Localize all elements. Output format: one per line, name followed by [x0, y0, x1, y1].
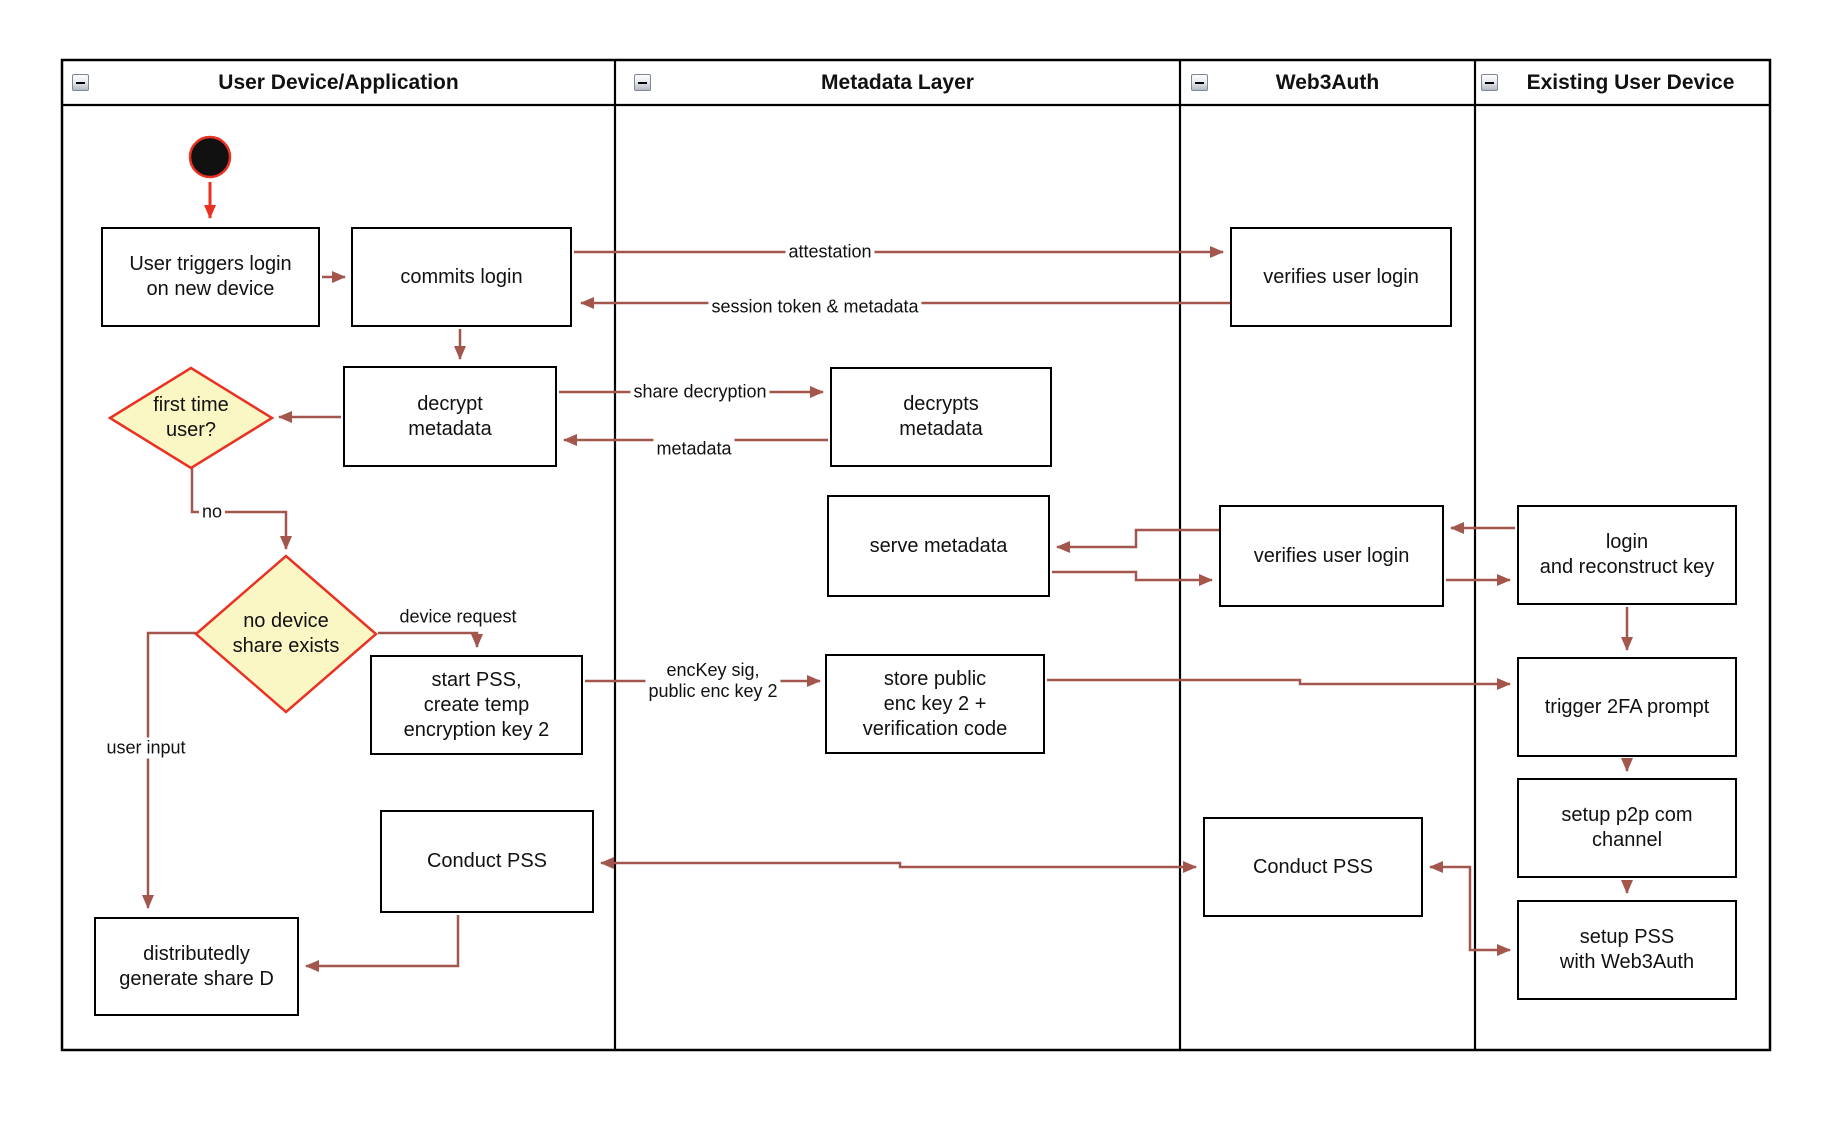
node-start-pss[interactable]: start PSS, create temp encryption key 2: [370, 655, 583, 755]
start-node[interactable]: [188, 135, 232, 179]
node-verifies-user-login-mid[interactable]: verifies user login: [1219, 505, 1444, 607]
lane-header-existing-user-device[interactable]: Existing User Device: [1475, 60, 1770, 105]
node-conduct-pss-user[interactable]: Conduct PSS: [380, 810, 594, 913]
node-serve-metadata[interactable]: serve metadata: [827, 495, 1050, 597]
node-setup-p2p-channel[interactable]: setup p2p com channel: [1517, 778, 1737, 878]
lane-title: Metadata Layer: [821, 70, 974, 94]
decision-label-no-device-share: no device share exists: [232, 610, 340, 657]
collapse-icon[interactable]: [1481, 74, 1498, 91]
decision-first-time-user[interactable]: [107, 366, 275, 470]
edge-label-device-request[interactable]: device request: [396, 606, 520, 628]
node-store-public-enc-key[interactable]: store public enc key 2 + verification co…: [825, 654, 1045, 754]
node-decrypt-metadata[interactable]: decrypt metadata: [343, 366, 557, 467]
node-setup-pss-web3auth[interactable]: setup PSS with Web3Auth: [1517, 900, 1737, 1000]
lane-title: Web3Auth: [1275, 70, 1380, 94]
collapse-icon[interactable]: [1191, 74, 1208, 91]
edge-label-metadata[interactable]: metadata: [653, 438, 735, 460]
edge-label-attestation[interactable]: attestation: [785, 241, 875, 263]
collapse-icon[interactable]: [72, 74, 89, 91]
lane-header-web3auth[interactable]: Web3Auth: [1180, 60, 1475, 105]
node-commits-login[interactable]: commits login: [351, 227, 572, 327]
decision-label-first-time-user: first time user?: [153, 394, 229, 441]
collapse-icon[interactable]: [634, 74, 651, 91]
lane-title: User Device/Application: [218, 70, 459, 94]
edge-label-enckey-sig[interactable]: encKey sig, public enc key 2: [645, 660, 781, 702]
node-conduct-pss-web3auth[interactable]: Conduct PSS: [1203, 817, 1423, 917]
decision-no-device-share[interactable]: [194, 554, 378, 714]
lane-title: Existing User Device: [1526, 70, 1735, 94]
node-distributedly-generate-share[interactable]: distributedly generate share D: [94, 917, 299, 1016]
edge-label-no[interactable]: no: [198, 501, 226, 523]
node-login-reconstruct-key[interactable]: login and reconstruct key: [1517, 505, 1737, 605]
node-user-triggers-login[interactable]: User triggers login on new device: [101, 227, 320, 327]
edge-label-user-input[interactable]: user input: [103, 737, 189, 759]
edge-label-session-token[interactable]: session token & metadata: [708, 296, 922, 318]
edge-label-share-decryption[interactable]: share decryption: [630, 381, 770, 403]
lane-header-user-device[interactable]: User Device/Application: [62, 60, 615, 105]
node-trigger-2fa-prompt[interactable]: trigger 2FA prompt: [1517, 657, 1737, 757]
node-verifies-user-login-top[interactable]: verifies user login: [1230, 227, 1452, 327]
node-decrypts-metadata[interactable]: decrypts metadata: [830, 367, 1052, 467]
lane-header-metadata-layer[interactable]: Metadata Layer: [615, 60, 1180, 105]
